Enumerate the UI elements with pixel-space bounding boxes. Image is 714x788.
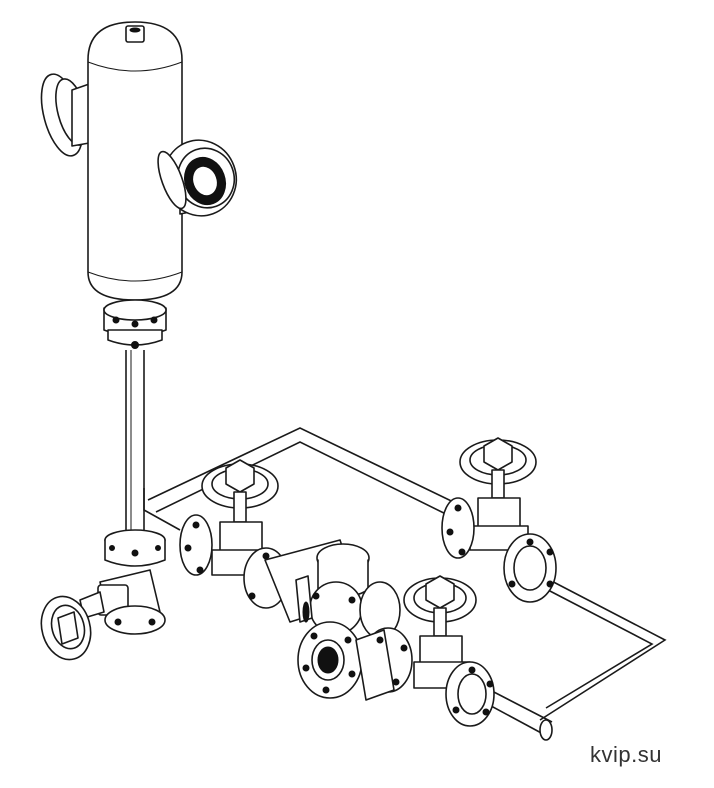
lower-tee-flange — [104, 529, 166, 567]
drain-pipe-vertical — [125, 350, 145, 530]
shutoff-valve-2 — [441, 437, 557, 603]
vessel-bottom-flange — [103, 299, 167, 349]
drain-valve-left — [40, 569, 166, 661]
separator-vessel — [40, 21, 238, 301]
steam-trap-body — [264, 539, 370, 635]
shutoff-valve-1 — [179, 459, 289, 609]
shutoff-valve-3 — [403, 575, 495, 727]
watermark-text: kvip.su — [590, 742, 662, 767]
sight-glass — [297, 581, 413, 701]
bypass-pipe-lower — [479, 574, 667, 741]
